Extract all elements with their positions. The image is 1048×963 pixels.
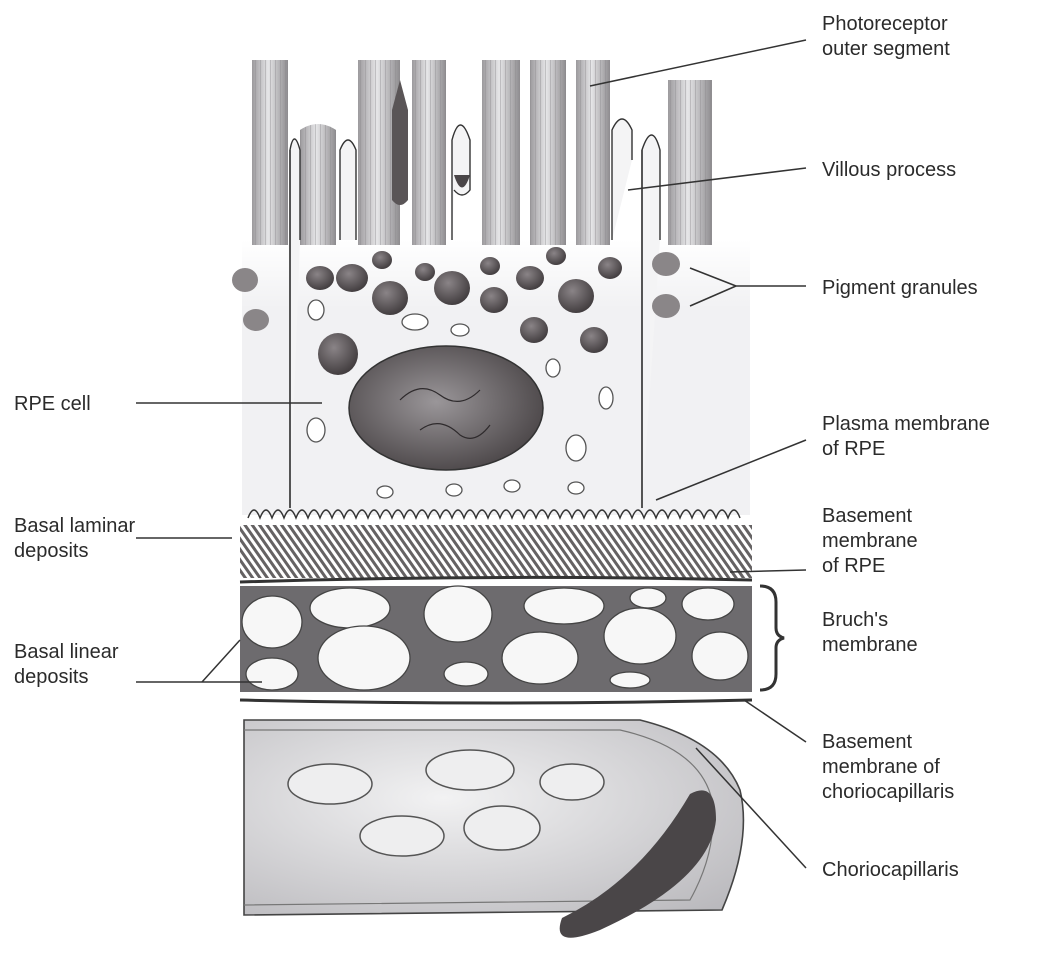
rpe-nucleus [349, 346, 543, 470]
label-basement-membrane-choriocapillaris: Basement membrane of choriocapillaris [822, 730, 954, 805]
label-rpe-cell: RPE cell [14, 392, 91, 417]
bruchs-membrane-layer [240, 586, 752, 692]
basement-membrane-choriocapillaris-line [240, 700, 752, 703]
basement-membrane-rpe-line [240, 577, 752, 582]
choriocapillaris-vessel [244, 720, 743, 938]
label-villous-process: Villous process [822, 158, 956, 183]
photoreceptor-outer-segments [240, 40, 760, 245]
label-basal-laminar-deposits: Basal laminar deposits [14, 514, 135, 564]
label-basal-linear-deposits: Basal linear deposits [14, 640, 119, 690]
label-choriocapillaris: Choriocapillaris [822, 858, 959, 883]
label-pigment-granules: Pigment granules [822, 276, 978, 301]
bruchs-brace [760, 586, 784, 690]
basal-laminar-deposits [240, 525, 752, 578]
label-photoreceptor-outer-segment: Photoreceptor outer segment [822, 12, 950, 62]
label-plasma-membrane-rpe: Plasma membrane of RPE [822, 412, 990, 462]
label-basement-membrane-rpe: Basement membrane of RPE [822, 504, 918, 579]
label-bruchs-membrane: Bruch's membrane [822, 608, 918, 658]
